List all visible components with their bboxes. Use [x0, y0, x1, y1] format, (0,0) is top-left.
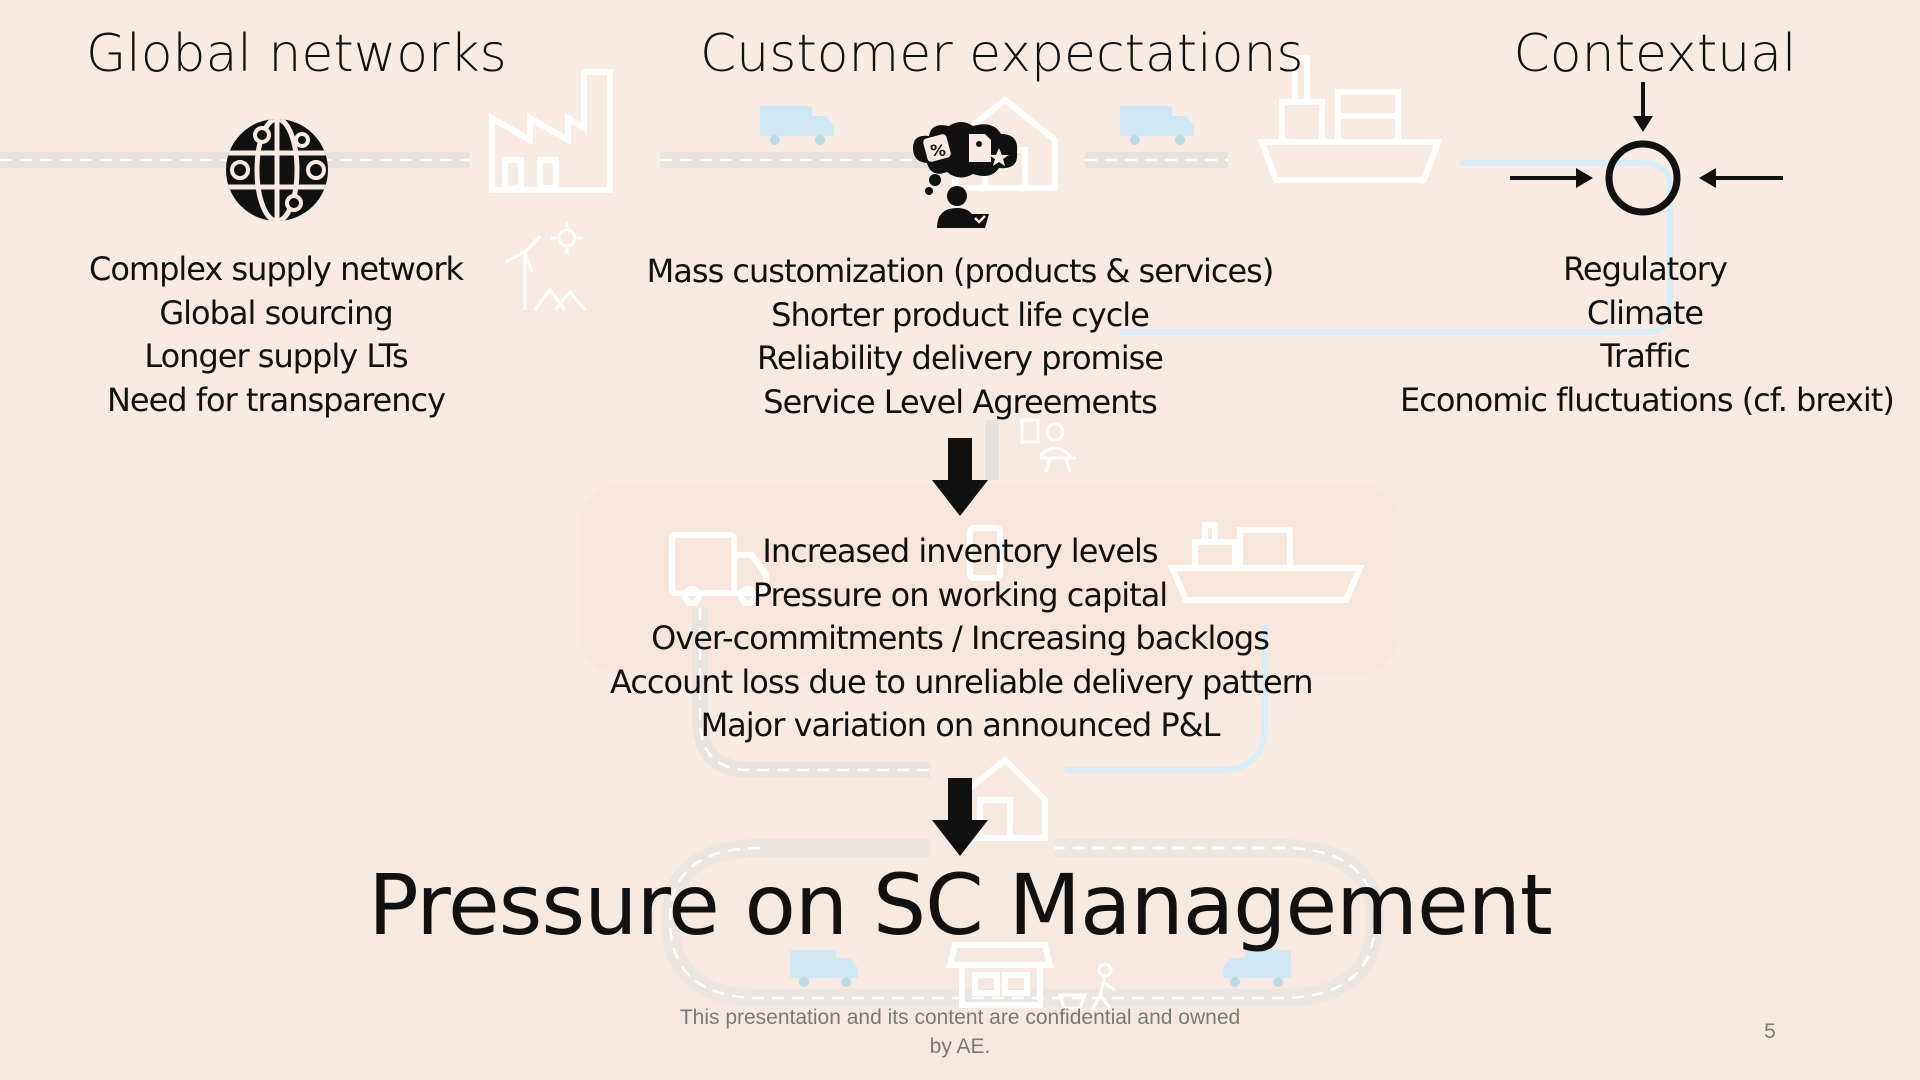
- global-networks-list: Complex supply network Global sourcing L…: [76, 248, 476, 422]
- list-item: Longer supply LTs: [144, 337, 408, 375]
- svg-text:%: %: [930, 141, 946, 160]
- column-title-global-networks: Global networks: [86, 24, 507, 84]
- list-item: Pressure on working capital: [752, 575, 1168, 614]
- customer-thinking-icon: %: [913, 122, 1018, 228]
- customer-expectations-list: Mass customization (products & services)…: [640, 250, 1280, 424]
- contextual-list: Regulatory Climate Traffic Economic fluc…: [1400, 248, 1895, 422]
- list-item: Regulatory: [1563, 250, 1728, 288]
- ship-watermark-icon: [1257, 55, 1443, 183]
- list-item: Over-commitments / Increasing backlogs: [651, 619, 1270, 657]
- worker-watermark-icon: [1020, 418, 1076, 473]
- route-line: [1120, 160, 1673, 335]
- list-item: Mass customization (products & services): [646, 252, 1275, 290]
- delivery-person-watermark-icon: [1057, 962, 1116, 1011]
- list-item: Reliability delivery promise: [757, 339, 1164, 377]
- list-item: Account loss due to unreliable delivery …: [610, 662, 1314, 701]
- list-item: Traffic: [1600, 337, 1691, 375]
- list-item: Increased inventory levels: [762, 532, 1158, 570]
- down-arrow-icon: [932, 778, 988, 856]
- road-loop-middle: [692, 608, 1268, 778]
- confidentiality-footer: This presentation and its content are co…: [640, 1003, 1280, 1061]
- factory-watermark-icon: [489, 69, 613, 193]
- target-arrows-icon: [1510, 82, 1783, 216]
- page-number: 5: [1764, 1020, 1776, 1043]
- mid-watermark-icons: [669, 522, 1365, 606]
- list-item: Shorter product life cycle: [771, 295, 1150, 334]
- truck-bottom-icons: [790, 950, 1291, 987]
- list-item: Complex supply network: [88, 250, 464, 288]
- shop-watermark-icon: [946, 942, 1054, 1008]
- footer-line: This presentation and its content are co…: [679, 1006, 1241, 1029]
- consequences-list: Increased inventory levels Pressure on w…: [610, 530, 1314, 748]
- list-item: Climate: [1586, 293, 1704, 332]
- truck-watermark-icon: [760, 106, 1194, 145]
- footer-line: by AE.: [929, 1035, 991, 1058]
- down-arrow-icon: [932, 438, 988, 516]
- list-item: Service Level Agreements: [763, 382, 1157, 421]
- windfarm-watermark-icon: [504, 222, 587, 311]
- globe-network-icon: [226, 119, 328, 221]
- list-item: Global sourcing: [159, 293, 393, 332]
- list-item: Need for transparency: [106, 380, 446, 419]
- column-title-customer-expectations: Customer expectations: [700, 24, 1304, 84]
- conclusion-title: Pressure on SC Management: [368, 856, 1553, 954]
- road-oval-bottom: [660, 839, 1385, 1007]
- list-item: Economic fluctuations (cf. brexit): [1400, 380, 1895, 419]
- list-item: Major variation on announced P&L: [700, 706, 1221, 744]
- column-title-contextual: Contextual: [1513, 24, 1797, 84]
